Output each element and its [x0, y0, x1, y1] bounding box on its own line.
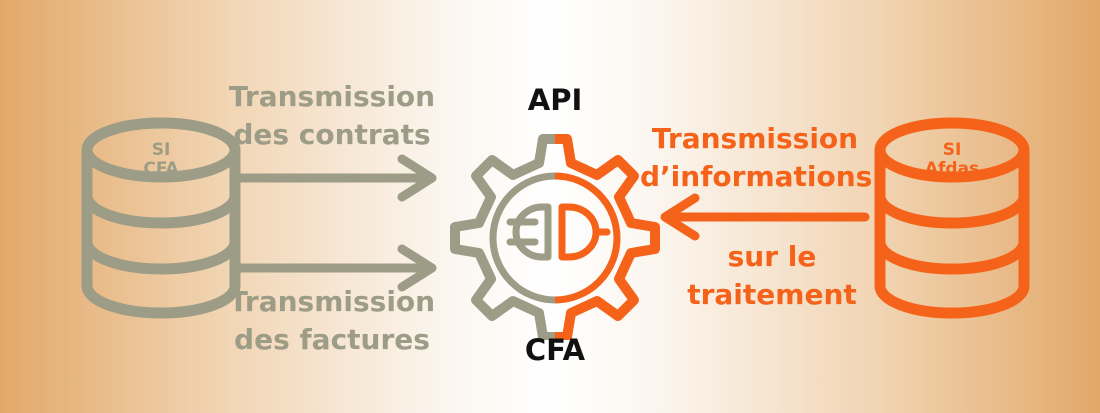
information-transmission-line2: d’informations [640, 160, 873, 193]
cfa-database-label-line2: CFA [143, 159, 179, 179]
processing-label-line2: traitement [687, 278, 857, 311]
cfa-database-icon [81, 117, 241, 319]
gear-icon [450, 134, 660, 340]
api-label: API [527, 83, 583, 117]
invoices-transmission-label: Transmission des factures [222, 283, 442, 359]
processing-label-line1: sur le [727, 240, 817, 273]
afdas-database-label-line1: SI [942, 140, 962, 160]
processing-label: sur le traitement [672, 238, 872, 314]
information-transmission-line1: Transmission [651, 122, 859, 155]
arrow-right-icon [235, 244, 437, 292]
information-transmission-label: Transmission d’informations [640, 120, 873, 196]
arrow-left-icon [660, 193, 870, 241]
afdas-database-label-line2: Afdas [924, 159, 980, 179]
invoices-transmission-line2: des factures [234, 323, 430, 356]
cfa-database-label-line1: SI [151, 140, 171, 160]
arrow-right-icon [235, 154, 437, 202]
cfa-database-label: SI CFA [121, 141, 201, 179]
cfa-gear-label: CFA [524, 333, 586, 367]
afdas-database-icon [874, 117, 1030, 319]
contracts-transmission-label: Transmission des contrats [222, 78, 442, 154]
contracts-transmission-line1: Transmission [228, 80, 436, 113]
afdas-database-label: SI Afdas [912, 141, 992, 179]
contracts-transmission-line2: des contrats [233, 118, 431, 151]
plug-icon [506, 203, 611, 261]
invoices-transmission-line1: Transmission [228, 285, 436, 318]
